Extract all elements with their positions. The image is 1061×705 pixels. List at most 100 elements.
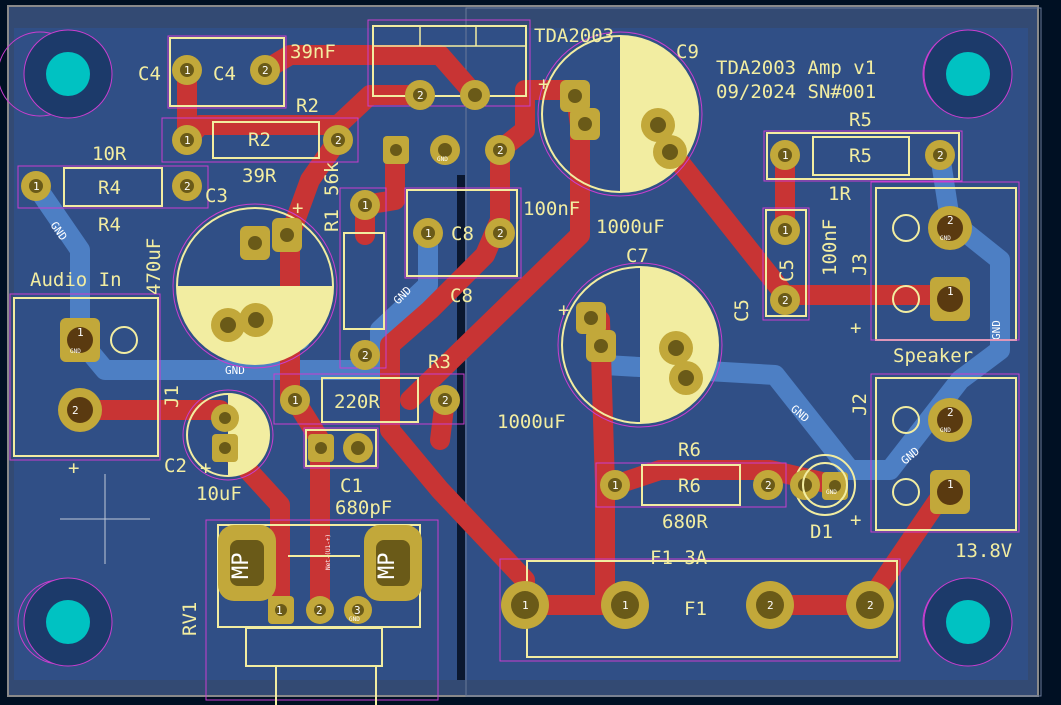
- pad-gnd-labels: GND GND GND GND GND GND: [70, 156, 951, 623]
- c4-fab: C4: [213, 63, 236, 85]
- c9-ref: C9: [676, 41, 699, 63]
- d1-body: [802, 462, 848, 508]
- svg-text:1: 1: [77, 326, 84, 339]
- svg-text:1: 1: [362, 199, 369, 212]
- pour-gap: [457, 175, 465, 680]
- c5-value: 100nF: [819, 219, 841, 276]
- r4-ref: R4: [98, 214, 121, 236]
- svg-text:+: +: [68, 457, 79, 479]
- c8-ref: C8: [450, 285, 473, 307]
- svg-text:2: 2: [335, 134, 342, 147]
- c8-fab: C8: [451, 223, 474, 245]
- svg-text:1: 1: [184, 134, 191, 147]
- r3-value: 220R: [334, 391, 380, 413]
- r5-fab: R5: [849, 145, 872, 167]
- svg-text:1: 1: [522, 599, 529, 612]
- c2-value: 10uF: [196, 483, 242, 505]
- svg-text:2: 2: [867, 599, 874, 612]
- r6-ref: R6: [678, 439, 701, 461]
- c1-ref: C1: [340, 475, 363, 497]
- f1-fab: F1: [684, 598, 707, 620]
- svg-text:1: 1: [276, 604, 283, 617]
- j3-ref: J3: [849, 253, 871, 276]
- mounting-hole-br: [946, 600, 990, 644]
- r1-value: 56k: [321, 161, 343, 196]
- c2-ref: C2: [164, 455, 187, 477]
- c3-value: 470uF: [143, 238, 165, 295]
- svg-text:2: 2: [442, 394, 449, 407]
- svg-text:2: 2: [937, 149, 944, 162]
- svg-text:1: 1: [947, 285, 954, 298]
- polarity-marks: + + + + + + +: [68, 73, 861, 531]
- board-title-line1: TDA2003 Amp v1: [716, 57, 876, 79]
- svg-text:+: +: [850, 509, 861, 531]
- r2-fab: R2: [248, 129, 271, 151]
- svg-text:GND: GND: [826, 489, 837, 496]
- rv1-mp-labels: MP MP: [229, 553, 400, 580]
- svg-text:+: +: [850, 317, 861, 339]
- svg-text:2: 2: [497, 227, 504, 240]
- svg-text:2: 2: [947, 406, 954, 419]
- svg-text:2: 2: [184, 180, 191, 193]
- j1-ref: J1: [161, 385, 183, 408]
- svg-text:2: 2: [782, 294, 789, 307]
- c7-value: 1000uF: [497, 411, 566, 433]
- svg-text:GND: GND: [940, 427, 951, 434]
- pad-number-labels: 1 2 1 2 1 2 2 2 1 2 1 2 1 2 1 2 1 2 1 2 …: [33, 64, 954, 617]
- mounting-hole-tr: [946, 52, 990, 96]
- svg-text:+: +: [200, 457, 211, 479]
- mounting-holes: [23, 29, 1013, 667]
- fuse-pads: [501, 581, 894, 629]
- svg-text:1: 1: [425, 227, 432, 240]
- svg-text:2: 2: [497, 144, 504, 157]
- svg-text:2: 2: [316, 604, 323, 617]
- origin-crosshair: [60, 474, 150, 564]
- rv1-mp-pads: [218, 525, 422, 601]
- svg-text:GND: GND: [349, 616, 360, 623]
- mounting-hole-tl: [46, 52, 90, 96]
- svg-text:1: 1: [184, 64, 191, 77]
- board-title-line2: 09/2024 SN#001: [716, 81, 876, 103]
- r1-ref: R1: [321, 209, 343, 232]
- f1-value: F1 3A: [650, 547, 708, 569]
- svg-text:GND: GND: [225, 364, 245, 377]
- svg-text:1: 1: [33, 180, 40, 193]
- c1-value: 680pF: [335, 497, 392, 519]
- c4-value: 39nF: [290, 41, 336, 63]
- svg-text:+: +: [558, 299, 569, 321]
- svg-text:1: 1: [292, 394, 299, 407]
- svg-text:3: 3: [354, 604, 361, 617]
- r5-value: 1R: [828, 183, 851, 205]
- rv1-ref: RV1: [179, 602, 201, 636]
- connector-aux-circles: [110, 214, 920, 506]
- svg-text:+: +: [538, 73, 549, 95]
- r5-ref: R5: [849, 109, 872, 131]
- connector-pads: [60, 277, 970, 514]
- svg-text:MP: MP: [229, 553, 254, 580]
- svg-text:2: 2: [262, 64, 269, 77]
- svg-text:GND: GND: [70, 348, 81, 355]
- tda2003-outline-ticks: [373, 26, 526, 47]
- svg-text:1: 1: [622, 599, 629, 612]
- svg-text:MP: MP: [375, 553, 400, 580]
- r6-value: 680R: [662, 511, 708, 533]
- svg-text:GND: GND: [437, 156, 448, 163]
- svg-text:1: 1: [947, 478, 954, 491]
- u1-ref: TDA2003: [534, 25, 614, 47]
- c7-ref: C7: [626, 245, 649, 267]
- d1-ref: D1: [810, 521, 833, 543]
- j3-label: Speaker: [893, 345, 973, 367]
- rv1-shaft: [275, 665, 377, 705]
- svg-text:GND: GND: [990, 320, 1003, 340]
- svg-text:2: 2: [947, 214, 954, 227]
- svg-text:1: 1: [612, 479, 619, 492]
- r6-fab: R6: [678, 475, 701, 497]
- r4-value: 10R: [92, 143, 127, 165]
- svg-text:2: 2: [72, 404, 79, 417]
- r4-fab: R4: [98, 177, 121, 199]
- rv1-net-label: Net-(U1-+): [325, 534, 332, 570]
- c8-value: 100nF: [523, 198, 580, 220]
- c5-ref: C5: [731, 299, 753, 322]
- j2-ref: J2: [849, 393, 871, 416]
